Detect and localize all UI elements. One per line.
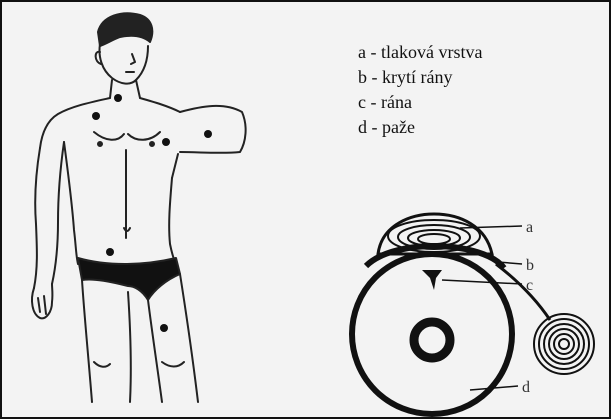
raised-arm [180, 106, 246, 153]
legend-item-b: b - krytí rány [358, 65, 482, 90]
wound-markers [92, 94, 212, 332]
legend-text: krytí rány [382, 67, 452, 87]
wound-marker-thigh [160, 324, 168, 332]
torso-left-side [64, 142, 78, 264]
chest-line [94, 132, 160, 140]
left-leg-inner [128, 292, 131, 402]
head [100, 44, 149, 84]
legend-key: d [358, 117, 367, 137]
right-leg-outer [180, 274, 198, 402]
face-detail [126, 54, 135, 72]
left-hand [32, 284, 52, 318]
wound-marker-abdomen [106, 248, 114, 256]
diagram-label-c: c [526, 277, 533, 294]
torso-right-side [169, 178, 176, 264]
left-arm-inner [52, 142, 64, 284]
bone [414, 322, 450, 358]
legend-key: a [358, 42, 366, 62]
right-nipple [150, 142, 154, 146]
wound [422, 270, 442, 290]
legend-text: paže [382, 117, 415, 137]
diagram-label-a: a [526, 219, 533, 236]
legend: a - tlaková vrstva b - krytí rány c - rá… [358, 40, 482, 140]
legend-item-d: d - paže [358, 115, 482, 140]
leader-line-c [442, 280, 522, 284]
human-figure [32, 13, 246, 402]
legend-key: c [358, 92, 366, 112]
left-leg-outer [82, 280, 92, 402]
diagram-label-d: d [522, 379, 530, 396]
wound-marker-arm [204, 130, 212, 138]
legend-text: rána [381, 92, 412, 112]
left-shoulder [40, 98, 110, 148]
left-nipple [98, 142, 102, 146]
right-leg-inner [148, 300, 162, 402]
armpit [172, 154, 178, 178]
wound-marker-shoulder [162, 138, 170, 146]
finger-lines [38, 296, 46, 314]
left-arm-outer [34, 148, 40, 288]
wound-marker-chest [92, 112, 100, 120]
legend-item-c: c - rána [358, 90, 482, 115]
hair [98, 13, 152, 46]
legend-key: b [358, 67, 367, 87]
bandage-roll [534, 314, 594, 374]
bandage-strip [496, 264, 550, 320]
knee-line [94, 362, 184, 367]
legend-text: tlaková vrstva [381, 42, 482, 62]
bandage-cross-section [352, 214, 594, 414]
right-shoulder [140, 98, 180, 112]
diagram-label-b: b [526, 257, 534, 274]
legend-item-a: a - tlaková vrstva [358, 40, 482, 65]
wound-marker-neck [114, 94, 122, 102]
